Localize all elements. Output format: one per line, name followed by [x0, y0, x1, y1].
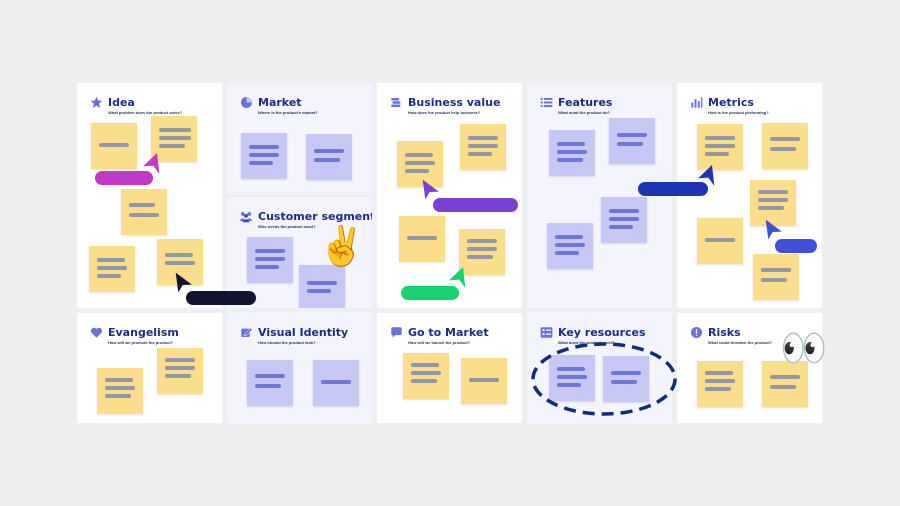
section-risks[interactable]: Risks What could threaten the product?: [677, 313, 822, 423]
pencil-icon: [239, 325, 253, 339]
sticky-note[interactable]: [762, 123, 808, 169]
alert-icon: [689, 325, 703, 339]
collaborator-cursor-trail: [433, 198, 518, 212]
section-title: Evangelism: [108, 325, 179, 339]
section-customer-segment[interactable]: Customer segment Who needs the product m…: [227, 197, 372, 308]
sticky-note[interactable]: [549, 130, 595, 176]
section-title: Business value: [408, 95, 501, 109]
sticky-note[interactable]: [697, 361, 743, 407]
sticky-note[interactable]: [460, 124, 506, 170]
section-subtitle: What problem does the product solve?: [108, 110, 183, 115]
cursor-arrow-icon: [698, 164, 715, 186]
section-title: Go to Market: [408, 325, 489, 339]
sticky-note[interactable]: [241, 133, 287, 179]
dashed-selection-outline: [531, 342, 677, 416]
section-title: Market: [258, 95, 302, 109]
sticky-note[interactable]: [753, 254, 799, 300]
section-subtitle: What must the product do?: [558, 110, 610, 115]
sticky-note[interactable]: [151, 116, 197, 162]
cursor-arrow-icon: [175, 272, 192, 293]
section-subtitle: What does the product need?: [558, 340, 615, 345]
collaborator-cursor-trail: [401, 286, 459, 300]
coins-icon: [389, 95, 403, 109]
sticky-note[interactable]: [97, 368, 143, 414]
sticky-note[interactable]: [549, 355, 595, 401]
section-title: Idea: [108, 95, 135, 109]
sticky-note[interactable]: [299, 265, 345, 308]
list-icon: [539, 95, 553, 109]
sticky-note[interactable]: [247, 360, 293, 406]
section-go-to-market[interactable]: Go to Market How will we launch the prod…: [377, 313, 522, 423]
star-icon: [89, 95, 103, 109]
cursor-arrow-icon: [765, 219, 782, 240]
cursor-arrow-icon: [143, 152, 160, 174]
pie-chart-icon: [239, 95, 253, 109]
sticky-note[interactable]: [697, 124, 743, 170]
sticky-note[interactable]: [601, 197, 647, 243]
sticky-note[interactable]: [247, 237, 293, 283]
eyes-emoji: 👀: [780, 328, 828, 370]
people-icon: [239, 209, 253, 223]
section-subtitle: Where is the product's market?: [258, 110, 318, 115]
section-subtitle: What could threaten the product?: [708, 340, 772, 345]
sticky-note[interactable]: [547, 223, 593, 269]
collaborator-cursor-trail: [775, 239, 817, 253]
collaborator-cursor-trail: [186, 291, 256, 305]
heart-icon: [89, 325, 103, 339]
section-title: Visual Identity: [258, 325, 349, 339]
section-subtitle: How does the product help business?: [408, 110, 481, 115]
section-subtitle: How will we launch the product?: [408, 340, 471, 345]
victory-hand-emoji: ✌️: [318, 226, 366, 268]
chat-bubble-icon: [389, 325, 403, 339]
sticky-note[interactable]: [313, 360, 359, 406]
sticky-note[interactable]: [403, 353, 449, 399]
section-metrics[interactable]: Metrics How is the product performing?: [677, 83, 822, 308]
section-title: Customer segment: [258, 209, 372, 223]
sticky-note[interactable]: [609, 118, 655, 164]
section-title: Key resources: [558, 325, 646, 339]
section-subtitle: How should the product look?: [258, 340, 316, 345]
section-title: Metrics: [708, 95, 754, 109]
checklist-icon: [539, 325, 553, 339]
sticky-note[interactable]: [461, 358, 507, 404]
sticky-note[interactable]: [89, 246, 135, 292]
collaborator-cursor-trail: [95, 171, 153, 185]
section-subtitle: How will we promote the product?: [108, 340, 174, 345]
section-idea[interactable]: Idea What problem does the product solve…: [77, 83, 222, 308]
sticky-note[interactable]: [750, 180, 796, 226]
sticky-note[interactable]: [157, 348, 203, 394]
sticky-note[interactable]: [603, 356, 649, 402]
sticky-note[interactable]: [459, 229, 505, 275]
bar-chart-icon: [689, 95, 703, 109]
sticky-note[interactable]: [399, 216, 445, 262]
sticky-note[interactable]: [306, 134, 352, 180]
sticky-note[interactable]: [91, 123, 137, 169]
sticky-note[interactable]: [762, 361, 808, 407]
section-subtitle: How is the product performing?: [708, 110, 769, 115]
cursor-arrow-icon: [422, 179, 439, 200]
section-business-value[interactable]: Business value How does the product help…: [377, 83, 522, 308]
sticky-note[interactable]: [697, 218, 743, 264]
section-title: Risks: [708, 325, 741, 339]
collaborator-cursor-trail: [638, 182, 708, 196]
section-visual-identity[interactable]: Visual Identity How should the product l…: [227, 313, 372, 423]
sticky-note[interactable]: [397, 141, 443, 187]
section-subtitle: Who needs the product most?: [258, 224, 316, 229]
cursor-arrow-icon: [449, 266, 466, 288]
sticky-note[interactable]: [121, 189, 167, 235]
section-title: Features: [558, 95, 613, 109]
section-evangelism[interactable]: Evangelism How will we promote the produ…: [77, 313, 222, 423]
section-market[interactable]: Market Where is the product's market?: [227, 83, 372, 194]
